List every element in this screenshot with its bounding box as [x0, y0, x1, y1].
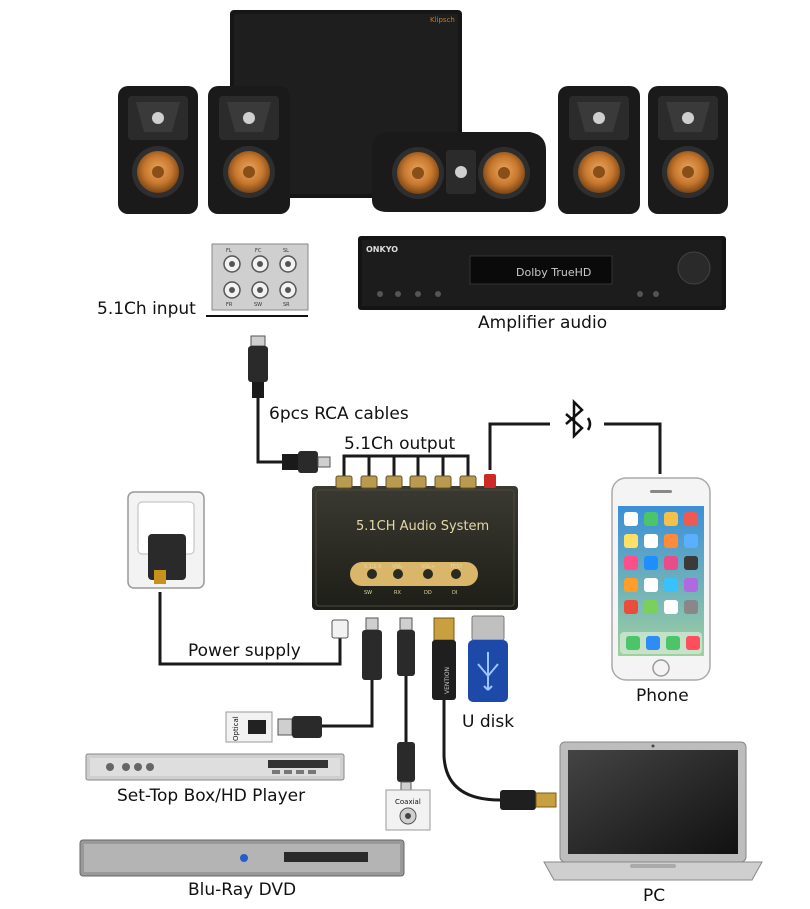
label-51ch-input: 5.1Ch input — [97, 299, 196, 319]
label-phone: Phone — [636, 686, 689, 706]
speaker-front-right-outer — [648, 86, 728, 214]
phone — [611, 477, 711, 681]
rca-plug-top — [248, 335, 268, 398]
laptop — [543, 741, 763, 881]
label-power-supply: Power supply — [188, 641, 301, 661]
bluetooth-icon — [565, 398, 592, 440]
amp-display: Dolby TrueHD — [516, 266, 591, 279]
bluray-player — [79, 839, 405, 877]
usb-disk — [468, 615, 508, 702]
optical-label: Optical — [232, 716, 240, 741]
input-label-sr: SR — [283, 302, 290, 308]
coaxial-plug-top — [397, 617, 415, 676]
label-rca-cables: 6pcs RCA cables — [269, 404, 409, 424]
knob-label-top-4: TEST — [449, 564, 463, 570]
knob-label-bottom-2: RX — [394, 590, 401, 596]
bt-antenna — [484, 474, 496, 488]
speaker-center — [372, 132, 546, 212]
speaker-front-left-inner — [208, 86, 290, 214]
input-panel: FL FC SL FR SW SR — [206, 243, 309, 317]
input-label-fr: FR — [226, 302, 233, 308]
speaker-brand-logo: Klipsch — [430, 16, 455, 24]
coaxial-label: Coaxial — [395, 798, 421, 806]
coaxial-bottom: Coaxial — [385, 742, 431, 831]
label-51ch-output: 5.1Ch output — [344, 434, 456, 454]
power-cable — [158, 592, 342, 666]
output-bracket — [342, 454, 470, 476]
usb-a-plug — [500, 790, 557, 810]
optical-plug — [362, 617, 382, 680]
label-set-top-box: Set-Top Box/HD Player — [117, 786, 306, 806]
optical-port: Optical — [225, 711, 322, 743]
input-label-sl: SL — [283, 248, 289, 254]
knob-label-bottom-3: DD — [424, 590, 432, 596]
power-plug — [331, 619, 349, 639]
usb-cable — [442, 700, 514, 802]
amplifier: ONKYO Dolby TrueHD — [358, 236, 726, 310]
label-u-disk: U disk — [462, 712, 515, 732]
input-label-sw: SW — [254, 302, 262, 308]
knob-label-bottom-1: SW — [364, 590, 372, 596]
usb-plug-brand: VENTION — [444, 667, 451, 694]
device-title: 5.1CH Audio System — [356, 519, 489, 534]
usb-symbol-icon — [477, 652, 499, 691]
knob-label-bottom-4: DI — [452, 590, 457, 596]
phone-app-icons — [620, 512, 702, 654]
rca-cable — [256, 398, 282, 464]
optical-cable — [322, 680, 374, 728]
bt-wire-right — [604, 422, 662, 474]
label-blu-ray: Blu-Ray DVD — [188, 880, 297, 900]
knob-label-top-2: VOL- — [392, 564, 404, 570]
cables — [158, 398, 662, 802]
speaker-front-right-inner — [558, 86, 640, 214]
usb-b-plug: VENTION — [432, 617, 456, 700]
input-label-fc: FC — [255, 248, 262, 254]
knob-label-top-3: VOL+ — [421, 564, 435, 570]
knob-label-top-1: 5.1/2.0 — [364, 564, 382, 570]
set-top-box — [85, 753, 345, 781]
audio-system-device: 5.1CH Audio System 5.1/2.0 VOL- VOL+ TES… — [312, 474, 518, 610]
label-pc: PC — [643, 886, 666, 906]
rca-plug-side — [282, 451, 331, 473]
bt-wire-left — [488, 422, 550, 470]
speaker-front-left-outer — [118, 86, 198, 214]
input-label-fl: FL — [226, 248, 232, 254]
wall-outlet — [127, 491, 205, 589]
label-amplifier-audio: Amplifier audio — [478, 313, 608, 333]
amp-brand: ONKYO — [366, 245, 398, 254]
